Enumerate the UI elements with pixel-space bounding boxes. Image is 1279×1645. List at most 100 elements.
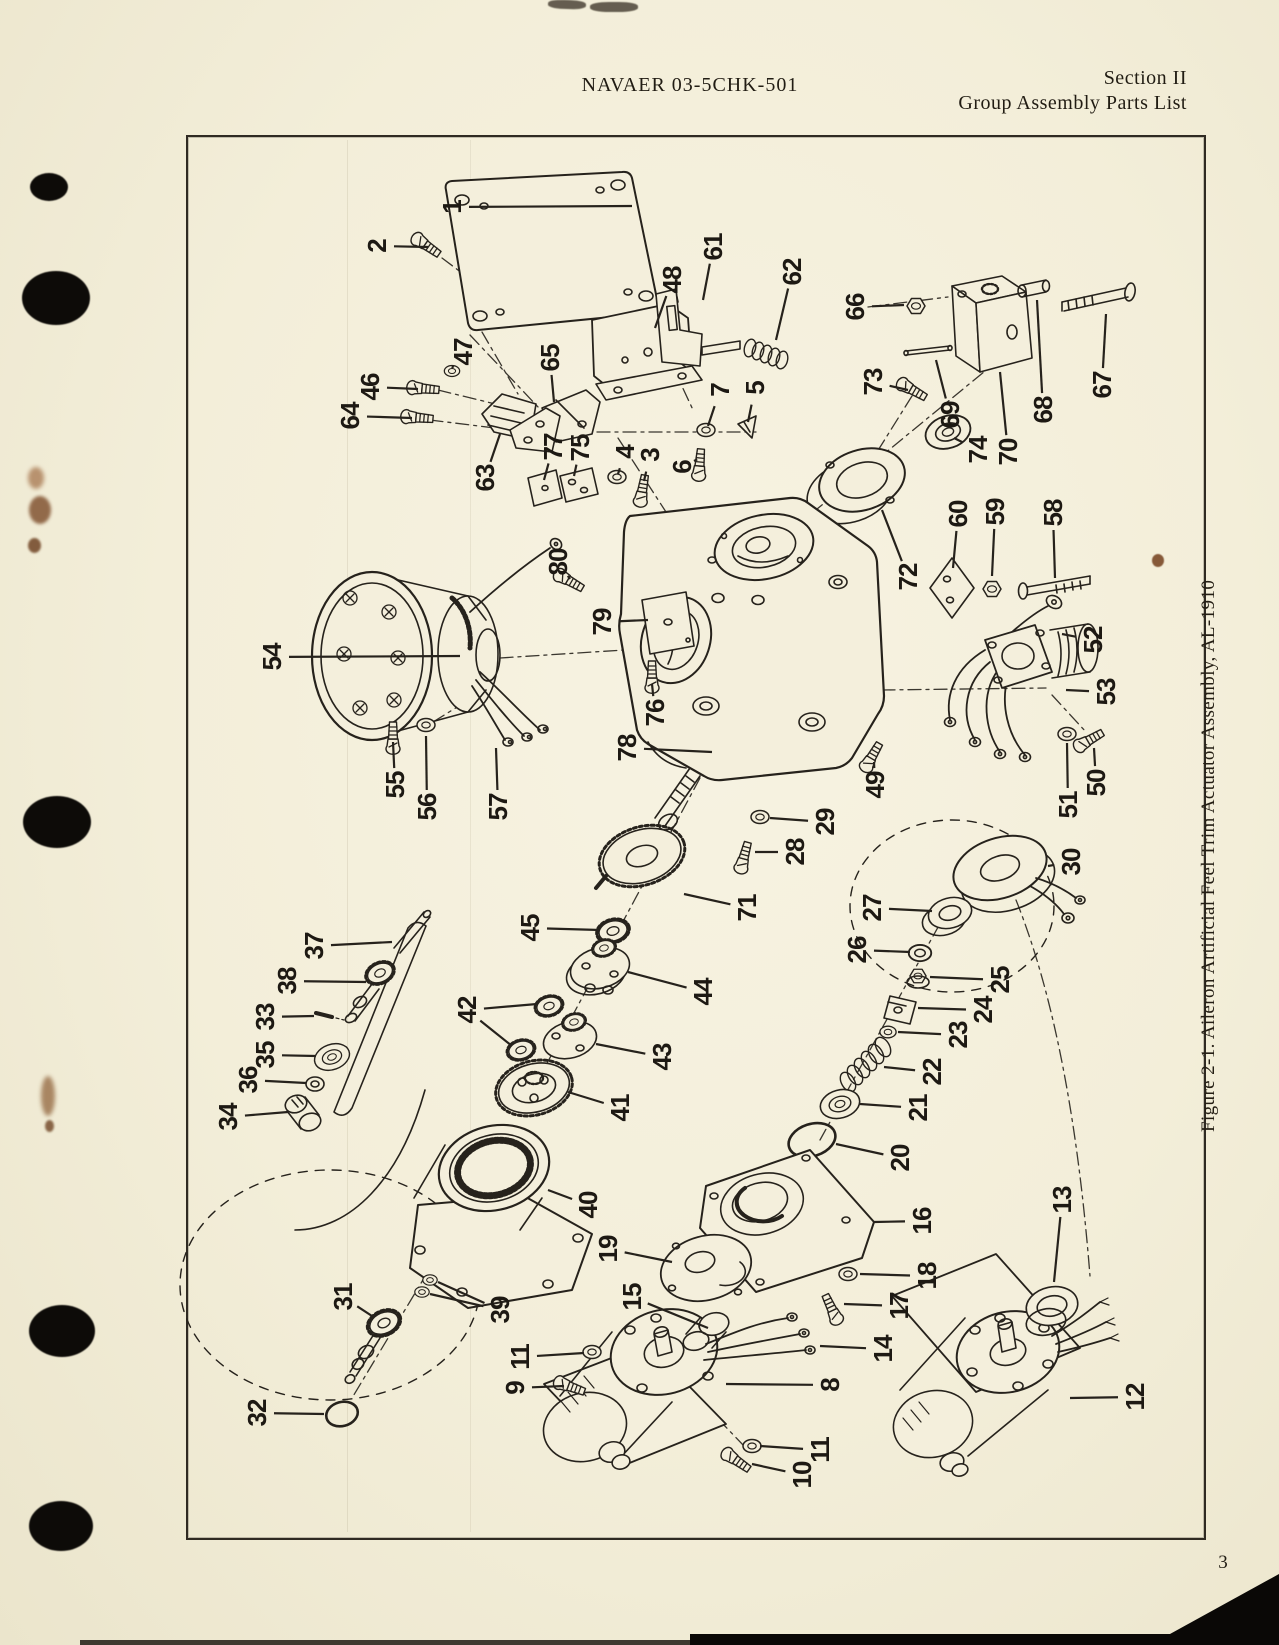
leader-line: [746, 404, 753, 423]
leader-line: [264, 1079, 307, 1085]
binder-dot: [29, 1305, 95, 1357]
leader-line: [1065, 688, 1090, 693]
bushing-34: [284, 1094, 322, 1132]
leader-line: [1047, 863, 1055, 868]
connector-53-group: [943, 594, 1107, 763]
motor-12-wires: [1051, 1301, 1111, 1353]
leader-line: [835, 1142, 884, 1156]
leader-line: [618, 618, 649, 623]
leader-line: [624, 1251, 673, 1264]
paper-stain: [45, 1120, 54, 1132]
leader-line: [873, 1220, 906, 1224]
leader-line: [483, 1002, 538, 1010]
pin-69: [903, 344, 953, 357]
bolt-67: [1061, 282, 1136, 312]
o-ring-20: [787, 1121, 837, 1159]
stop-block-group: [893, 275, 1136, 619]
leader-line: [437, 1280, 485, 1305]
stud-68: [1017, 279, 1051, 298]
housing-group: [550, 447, 906, 782]
leader-line: [929, 975, 984, 981]
section-subtitle: Group Assembly Parts List: [958, 92, 1187, 114]
leader-line: [889, 384, 909, 392]
shim-60: [929, 557, 975, 619]
paper-stain: [41, 1076, 55, 1116]
scan-edge-band: [690, 1634, 1279, 1645]
leader-line: [356, 1305, 373, 1317]
rod-37: [393, 909, 432, 954]
leader-line: [774, 288, 790, 341]
leader-line: [819, 1344, 867, 1350]
leader-line: [701, 263, 711, 301]
leader-line: [567, 1090, 605, 1105]
output-gear-group: [594, 767, 770, 890]
leader-line: [330, 940, 393, 947]
leader-line: [494, 747, 499, 791]
binder-dot: [22, 271, 90, 325]
dashed-outline: [849, 819, 1055, 993]
leader-line: [550, 374, 556, 403]
leader-line: [288, 654, 461, 659]
leader-line: [650, 683, 655, 697]
scan-tear-mark: [590, 2, 638, 12]
block-75: [559, 467, 599, 503]
idler-shaft-group: [284, 909, 438, 1428]
leader-line: [273, 1412, 325, 1416]
figure-border: [186, 135, 1206, 1540]
splined-cup-40: [409, 1123, 593, 1309]
leader-line: [393, 245, 429, 249]
leader-line: [647, 1302, 709, 1330]
scan-edge-band: [80, 1640, 1279, 1645]
leader-line: [531, 1384, 565, 1389]
limit-switch-group: [399, 288, 789, 510]
leader-line: [386, 386, 419, 391]
leader-line: [542, 463, 550, 481]
leader-line: [1065, 742, 1069, 789]
leader-line: [281, 1014, 315, 1018]
leader-line: [693, 458, 698, 462]
leader-line: [595, 1042, 646, 1055]
binder-dot: [23, 796, 91, 848]
brush-cap-15: [682, 1311, 730, 1352]
leader-line: [990, 528, 996, 577]
leader-line: [566, 575, 571, 580]
leader-line: [871, 303, 905, 308]
motor-8-wires: [703, 1317, 807, 1361]
pinion-31: [344, 1303, 407, 1385]
leader-line: [843, 1302, 883, 1307]
leader-line: [725, 1382, 814, 1386]
section-title: Section II: [1103, 67, 1187, 89]
clutch-41: [494, 1058, 574, 1118]
grommet-13: [1025, 1285, 1079, 1337]
spring-22: [839, 1036, 892, 1093]
lug-52: [1045, 594, 1063, 610]
leader-line: [627, 970, 687, 989]
o-ring-32: [324, 1400, 360, 1428]
binder-dot: [30, 173, 68, 201]
page-number: 3: [1218, 1552, 1228, 1573]
leader-line: [451, 365, 455, 369]
leader-line: [424, 735, 428, 791]
gear-train-group: [409, 913, 634, 1309]
leader-line: [769, 816, 809, 822]
leader-line: [1061, 632, 1077, 638]
leader-line: [1092, 747, 1097, 767]
leader-line: [880, 509, 903, 562]
cover-79: [641, 591, 695, 655]
leader-line: [546, 927, 601, 932]
bearing-ring-72: [806, 447, 906, 525]
leader-line: [897, 1030, 942, 1036]
leader-line: [642, 471, 648, 482]
leader-line: [366, 415, 413, 420]
motor-54-wires: [469, 547, 551, 741]
cover-plate-group: [659, 1149, 875, 1329]
leader-line: [244, 1110, 289, 1117]
leader-line: [706, 405, 716, 427]
leader-line: [479, 1019, 513, 1047]
spring-cartridge-group: [787, 834, 1086, 1159]
leader-line: [653, 295, 668, 329]
section-header: Section II Group Assembly Parts List: [958, 66, 1187, 116]
